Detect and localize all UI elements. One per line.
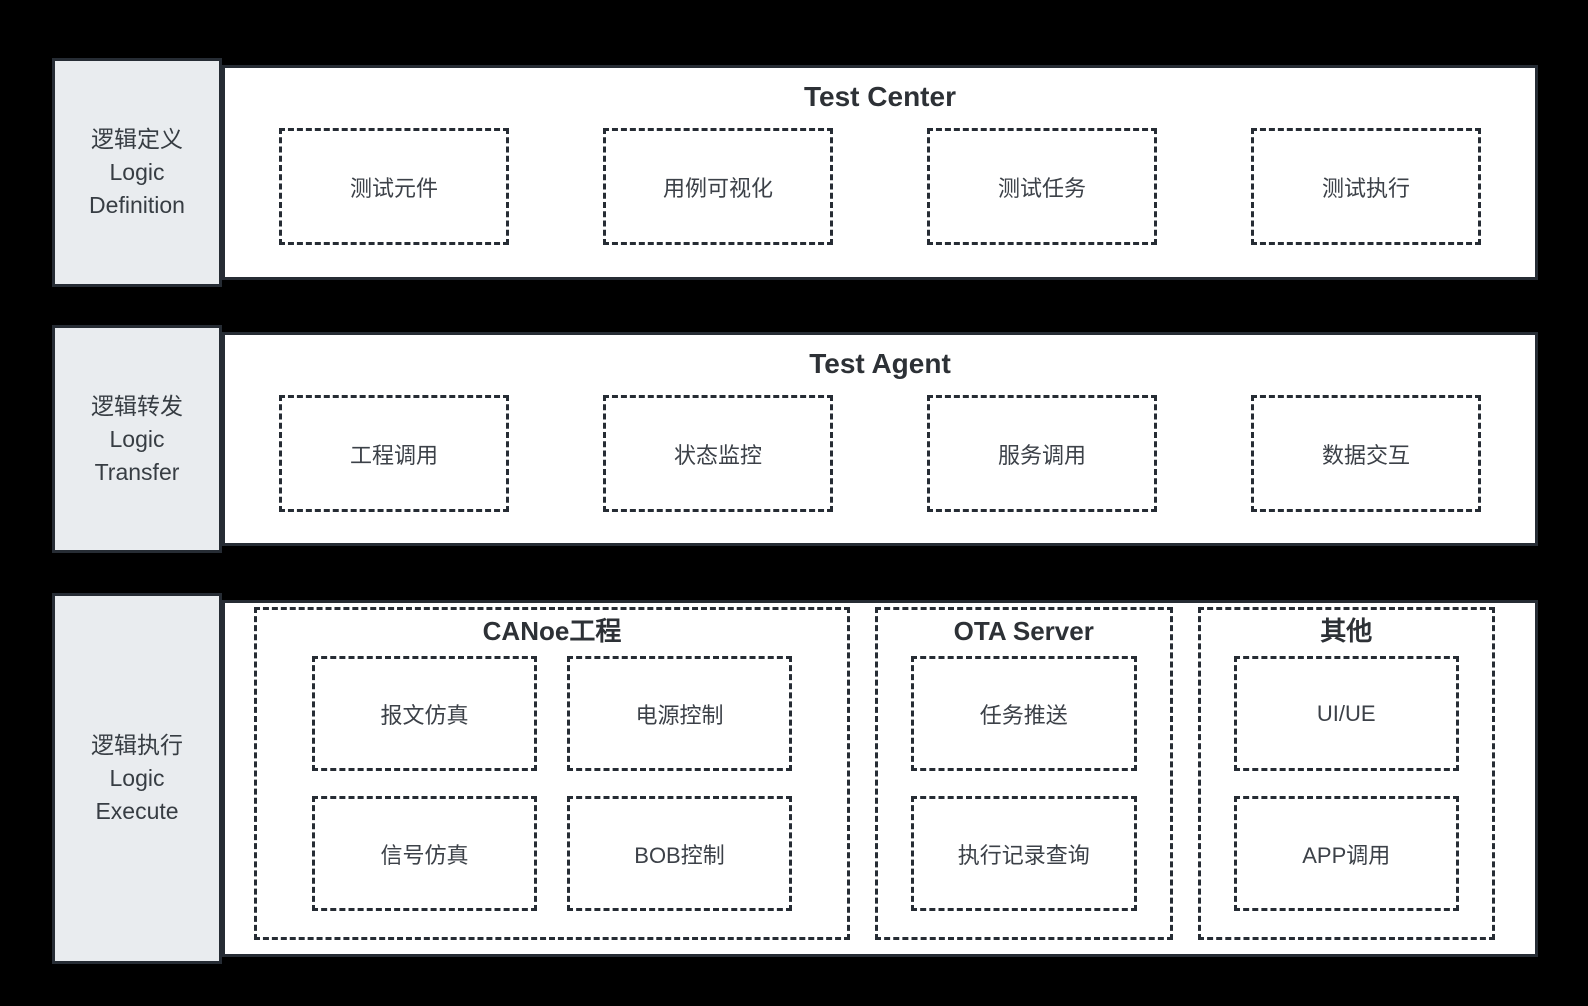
box-test-task: 测试任务 xyxy=(927,128,1157,245)
box-signal-simulation: 信号仿真 xyxy=(312,796,537,911)
box-service-call: 服务调用 xyxy=(927,395,1157,512)
panel-title-test-agent: Test Agent xyxy=(809,348,951,379)
test-agent-box-row: 工程调用 状态监控 服务调用 数据交互 xyxy=(225,395,1535,512)
group-title-ota-server: OTA Server xyxy=(953,616,1094,646)
box-app-call: APP调用 xyxy=(1233,796,1459,911)
ota-box-grid: 任务推送 执行记录查询 xyxy=(878,656,1170,937)
box-power-control: 电源控制 xyxy=(567,656,792,771)
row-label-logic-transfer: 逻辑转发 Logic Transfer xyxy=(52,325,222,553)
band-logic-definition: 逻辑定义 Logic Definition Test Center 测试元件 用… xyxy=(52,58,1538,287)
row-label-logic-execute: 逻辑执行 Logic Execute xyxy=(52,593,222,964)
group-title-other: 其他 xyxy=(1320,616,1373,646)
box-case-visualization: 用例可视化 xyxy=(603,128,833,245)
row-label-logic-definition: 逻辑定义 Logic Definition xyxy=(52,58,222,287)
box-project-call: 工程调用 xyxy=(279,395,509,512)
row-label-en-line2: Transfer xyxy=(94,458,180,485)
group-other: 其他 UI/UE APP调用 xyxy=(1197,607,1495,940)
panel-test-agent: Test Agent 工程调用 状态监控 服务调用 数据交互 xyxy=(222,332,1538,546)
panel-title-test-center: Test Center xyxy=(804,81,956,112)
box-task-push: 任务推送 xyxy=(911,656,1137,771)
row-label-zh: 逻辑执行 xyxy=(91,732,183,758)
box-bob-control: BOB控制 xyxy=(567,796,792,911)
other-box-grid: UI/UE APP调用 xyxy=(1201,656,1493,937)
panel-logic-execute: CANoe工程 报文仿真 电源控制 信号仿真 BOB控制 OTA Server … xyxy=(222,600,1538,957)
box-ui-ue: UI/UE xyxy=(1233,656,1459,771)
box-data-exchange: 数据交互 xyxy=(1251,395,1481,512)
row-label-en-line1: Logic xyxy=(109,159,165,185)
canoe-box-grid: 报文仿真 电源控制 信号仿真 BOB控制 xyxy=(257,656,847,937)
box-test-execution: 测试执行 xyxy=(1251,128,1481,245)
band-logic-execute: 逻辑执行 Logic Execute CANoe工程 报文仿真 电源控制 信号仿… xyxy=(52,593,1538,964)
test-center-box-row: 测试元件 用例可视化 测试任务 测试执行 xyxy=(225,128,1535,245)
group-canoe-project: CANoe工程 报文仿真 电源控制 信号仿真 BOB控制 xyxy=(254,607,850,940)
row-label-zh: 逻辑转发 xyxy=(91,392,183,419)
band-logic-transfer: 逻辑转发 Logic Transfer Test Agent 工程调用 状态监控… xyxy=(52,325,1538,553)
panel-test-center: Test Center 测试元件 用例可视化 测试任务 测试执行 xyxy=(222,65,1538,280)
row-label-zh: 逻辑定义 xyxy=(91,126,183,152)
row-label-en-line2: Definition xyxy=(89,192,185,218)
group-title-canoe-project: CANoe工程 xyxy=(482,616,622,646)
row-label-en-line2: Execute xyxy=(95,798,179,824)
box-status-monitor: 状态监控 xyxy=(603,395,833,512)
row-label-en-line1: Logic xyxy=(109,425,165,452)
group-ota-server: OTA Server 任务推送 执行记录查询 xyxy=(875,607,1173,940)
box-test-component: 测试元件 xyxy=(279,128,509,245)
box-execution-record-query: 执行记录查询 xyxy=(911,796,1137,911)
row-label-en-line1: Logic xyxy=(109,765,165,791)
box-message-simulation: 报文仿真 xyxy=(312,656,537,771)
